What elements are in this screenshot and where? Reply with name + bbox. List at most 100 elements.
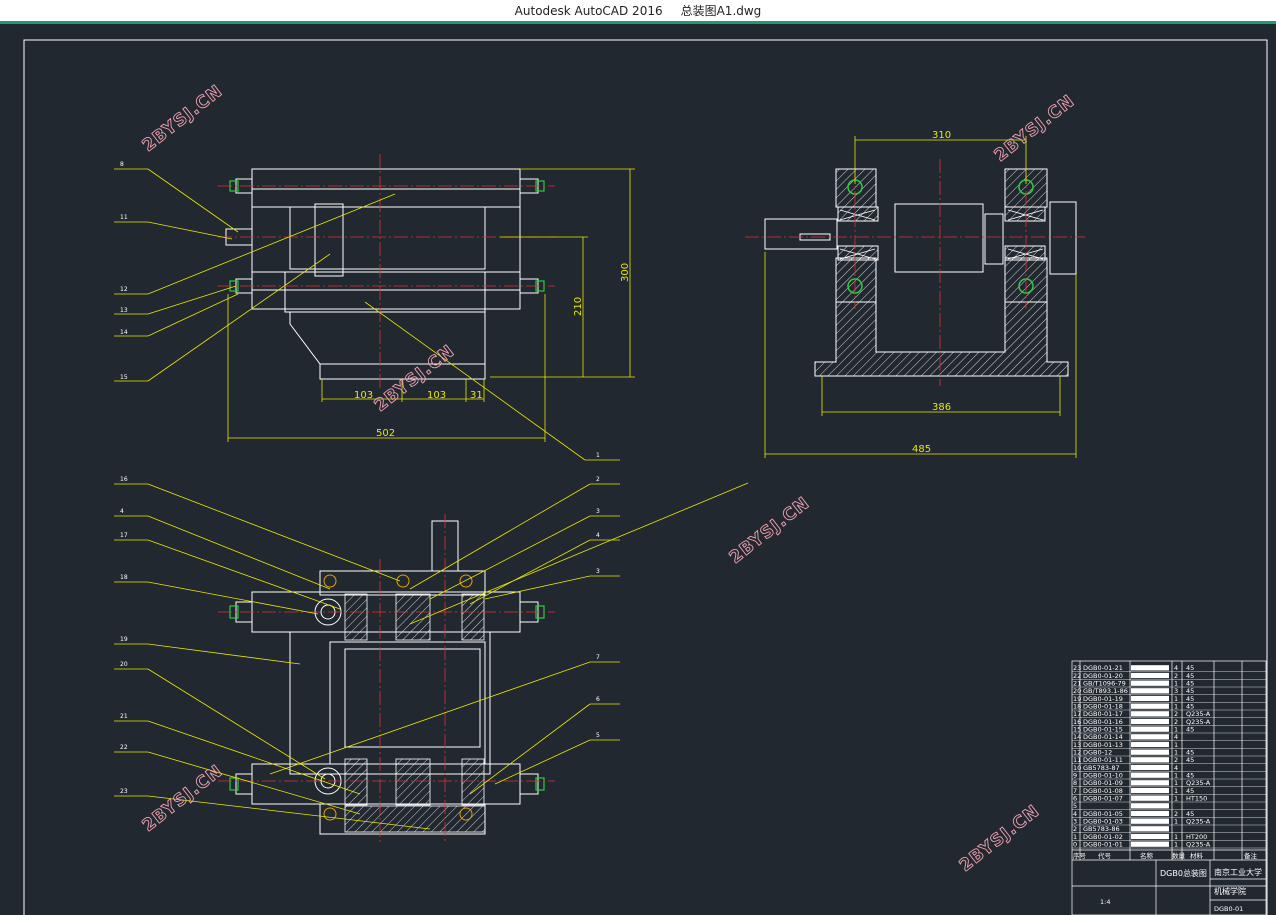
- bom-row-qty: 4: [1174, 733, 1178, 741]
- bom-row-qty: 3: [1174, 687, 1178, 695]
- bom-row-name-cell: [1131, 833, 1169, 840]
- bom-row-code: DGB0-01-09: [1083, 779, 1123, 787]
- svg-text:2BYSJ.CN: 2BYSJ.CN: [139, 81, 227, 156]
- bom-row-number: 13: [1073, 741, 1081, 749]
- plan-view-circles: [323, 574, 473, 821]
- bom-row-code: DGB0-01-08: [1083, 787, 1123, 795]
- bom-row-name-cell: [1131, 680, 1169, 686]
- bom-row-code: GB/T893.1-86: [1083, 687, 1128, 695]
- dim-103-b: 103: [427, 390, 446, 401]
- plan-view-bolt-heads: [229, 605, 545, 791]
- bom-row-code: GB5783-86: [1083, 825, 1120, 833]
- side-view-centerlines: [745, 159, 1085, 386]
- svg-text:5: 5: [596, 732, 600, 739]
- svg-text:3: 3: [596, 568, 600, 575]
- plan-view-leaders: [114, 482, 749, 830]
- plan-view-centerlines: [218, 514, 555, 844]
- dim-300: 300: [620, 263, 631, 282]
- bom-row-code: DGB0-01-17: [1083, 710, 1123, 718]
- bom-row-name-cell: [1131, 795, 1169, 801]
- front-view-leaders: [114, 168, 620, 461]
- title-block[interactable]: [1071, 660, 1267, 915]
- bom-header: 序号 代号 名称 数量 材料 备注: [1073, 851, 1258, 860]
- bom-row-material: 45: [1186, 695, 1194, 703]
- app-title: Autodesk AutoCAD 2016: [514, 3, 663, 18]
- svg-text:4: 4: [596, 532, 600, 539]
- bom-row-code: GB5783-87: [1083, 764, 1120, 772]
- svg-text:19: 19: [120, 636, 128, 643]
- bom-row-material: 45: [1186, 749, 1194, 757]
- svg-text:18: 18: [120, 574, 128, 581]
- bom-row-qty: 1: [1174, 703, 1178, 711]
- bom-row-name-cell: [1131, 841, 1169, 847]
- svg-text:4: 4: [120, 508, 124, 515]
- bom-row-material: Q235-A: [1186, 779, 1211, 787]
- svg-text:2: 2: [596, 476, 600, 483]
- svg-text:备注: 备注: [1244, 851, 1258, 860]
- svg-text:数量: 数量: [1172, 851, 1186, 860]
- bom-row-qty: 1: [1174, 749, 1178, 757]
- bom-row-number: 1: [1073, 833, 1077, 841]
- bom-row-qty: 1: [1174, 787, 1178, 795]
- bom-row-number: 19: [1073, 695, 1081, 703]
- bom-row-qty: 1: [1174, 772, 1178, 780]
- drawing-canvas[interactable]: 300 210 103 103 31 502 8 11 12 13 14 15 …: [0, 24, 1276, 915]
- bom-row-material: 45: [1186, 726, 1194, 734]
- bom-row-qty: 1: [1174, 818, 1178, 826]
- bom-row-name-cell: [1131, 665, 1169, 671]
- plan-view[interactable]: [235, 520, 539, 835]
- bom-row-material: 45: [1186, 772, 1194, 780]
- bom-row-name-cell: [1131, 787, 1169, 794]
- bom-row-number: 0: [1073, 841, 1077, 849]
- bom-row-code: DGB0-12: [1083, 749, 1112, 757]
- svg-text:22: 22: [120, 744, 128, 751]
- bom-row-name-cell: [1131, 688, 1169, 694]
- svg-text:11: 11: [120, 214, 128, 221]
- front-view[interactable]: [225, 168, 539, 380]
- svg-text:17: 17: [120, 532, 128, 539]
- bom-row-material: 45: [1186, 810, 1194, 818]
- bom-row-material: HT200: [1186, 833, 1207, 841]
- bom-row-number: 10: [1073, 764, 1081, 772]
- svg-text:序号: 序号: [1073, 851, 1087, 860]
- bom-row-code: DGB0-01-15: [1083, 726, 1123, 734]
- drawing-name: DGB0总装图: [1160, 868, 1207, 878]
- bom-row-material: 45: [1186, 672, 1194, 680]
- bom-row-material: Q235-A: [1186, 710, 1211, 718]
- svg-text:12: 12: [120, 286, 128, 293]
- svg-text:16: 16: [120, 476, 128, 483]
- svg-text:23: 23: [120, 788, 128, 795]
- bom-row-number: 8: [1073, 779, 1077, 787]
- bom-row-qty: 1: [1174, 726, 1178, 734]
- bom-row-name-cell: [1131, 826, 1169, 832]
- bom-row-material: Q235-A: [1186, 841, 1211, 849]
- bom-row-number: 11: [1073, 756, 1081, 764]
- front-view-balloon-labels: 8 11 12 13 14 15 1: [120, 161, 600, 459]
- bom-row-number: 15: [1073, 726, 1081, 734]
- svg-text:2BYSJ.CN: 2BYSJ.CN: [991, 91, 1079, 166]
- bom-row-number: 21: [1073, 680, 1081, 688]
- bom-row-code: DGB0-01-02: [1083, 833, 1123, 841]
- svg-text:15: 15: [120, 374, 128, 381]
- bom-row-code: DGB0-01-10: [1083, 772, 1123, 780]
- bom-row-material: 45: [1186, 687, 1194, 695]
- bom-row-qty: 1: [1174, 795, 1178, 803]
- bom-row-name-cell: [1131, 780, 1169, 786]
- bom-row-number: 17: [1073, 710, 1081, 718]
- bom-row-qty: 2: [1174, 718, 1178, 726]
- bom-row-number: 18: [1073, 703, 1081, 711]
- bom-row-name-cell: [1131, 741, 1169, 748]
- svg-text:21: 21: [120, 713, 128, 720]
- school-name: 南京工业大学: [1214, 867, 1262, 877]
- bom-row-number: 14: [1073, 733, 1081, 741]
- bom-row-code: DGB0-01-20: [1083, 672, 1123, 680]
- svg-text:2BYSJ.CN: 2BYSJ.CN: [956, 801, 1044, 876]
- bom-row-qty: 1: [1174, 833, 1178, 841]
- bom-row-material: 45: [1186, 703, 1194, 711]
- svg-text:7: 7: [596, 654, 600, 661]
- bom-row-qty: 1: [1174, 741, 1178, 749]
- bom-row-material: 45: [1186, 787, 1194, 795]
- bom-row-code: DGB0-01-11: [1083, 756, 1123, 764]
- bom-row-name-cell: [1131, 734, 1169, 740]
